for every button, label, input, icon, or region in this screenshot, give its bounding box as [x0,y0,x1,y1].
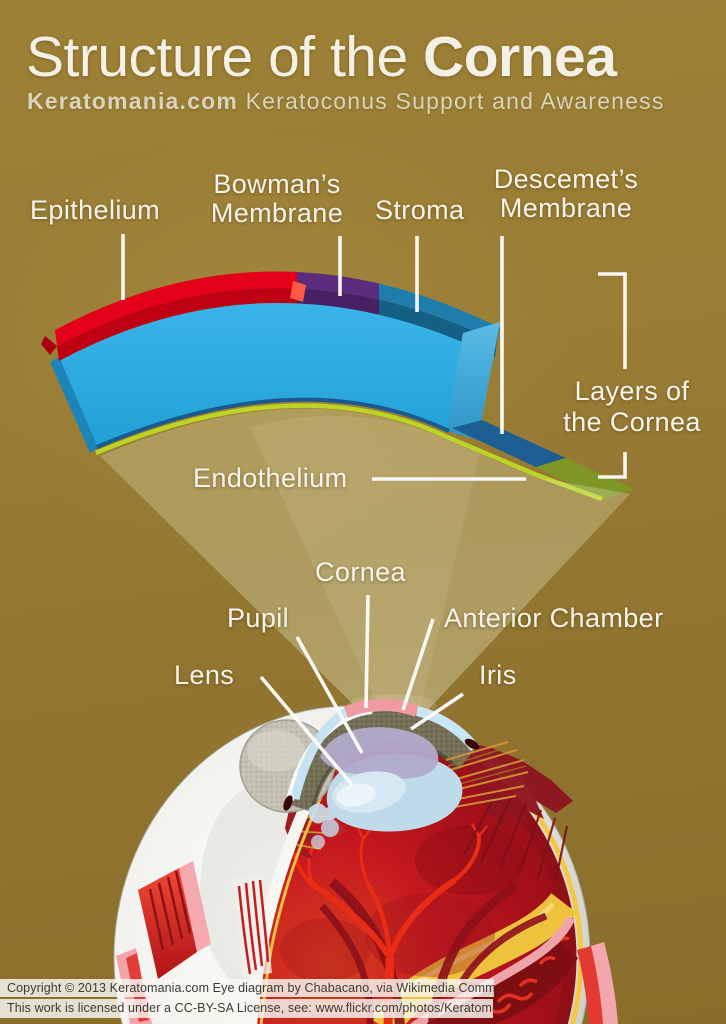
bowmans-top-face [297,272,379,300]
stroma-top-face [379,283,500,342]
label-cornea: Cornea [315,557,406,587]
descemets-underline [96,397,450,449]
label-iris: Iris [479,660,517,690]
stroma-right-cut-face [447,322,500,440]
muscle-strip-bottom-right [577,942,618,1024]
leader-line-iris [409,692,465,731]
ciliary-streaks [463,791,569,880]
leader-line-lens [259,675,355,788]
zonule-fibers [445,741,529,809]
schlemm-canal-right [464,738,480,750]
epithelium-top-face [55,271,297,346]
leader-lines [121,234,627,788]
page-subtitle: Keratomania.com Keratoconus Support and … [27,88,665,115]
subtitle-site: Keratomania.com [27,88,239,114]
page-title: Structure of the Cornea [26,24,617,90]
endothelium-slab [536,458,634,500]
vitreous-red [252,733,564,1024]
eye-cross-section [113,698,618,1024]
ciliary-body-right [466,742,573,829]
copyright-bar: Copyright © 2013 Keratomania.com Eye dia… [0,979,494,997]
label-lens: Lens [174,660,235,690]
stroma-front-face [59,299,495,448]
subtitle-tagline: Keratoconus Support and Awareness [238,88,665,114]
license-bar: This work is licensed under a CC-BY-SA L… [0,999,493,1018]
bracket-layers-of-cornea [598,272,627,479]
leader-line-anterior-chamber [401,618,435,711]
label-epithelium: Epithelium [30,195,161,225]
label-stroma: Stroma [375,195,465,225]
cornea-band [343,698,420,718]
leader-line-cornea [364,594,370,709]
leader-line-pupil [295,636,364,754]
descemets-slab [452,420,566,467]
rectus-muscle-left [138,861,211,979]
title-regular: Structure of the [26,25,424,89]
label-pupil: Pupil [227,603,290,633]
lens-highlight [336,783,376,807]
epithelium-left-tip [41,336,57,355]
cornea-layers-arc [41,271,634,502]
endothelium-underline [95,403,603,502]
title-bold: Cornea [423,25,617,89]
label-anterior-chamber: Anterior Chamber [444,603,664,633]
label-descemets-membrane: Descemet’s Membrane [493,164,639,223]
epithelium-cut-edge [290,281,306,302]
label-endothelium: Endothelium [193,463,348,493]
muscle-fibers-left [233,875,272,977]
schlemm-canal-left [283,795,293,811]
arc-left-cut-face [50,357,98,453]
label-layers-of-the-cornea: Layers of the Cornea [563,376,701,437]
label-bowmans-membrane: Bowman’s Membrane [210,169,344,228]
